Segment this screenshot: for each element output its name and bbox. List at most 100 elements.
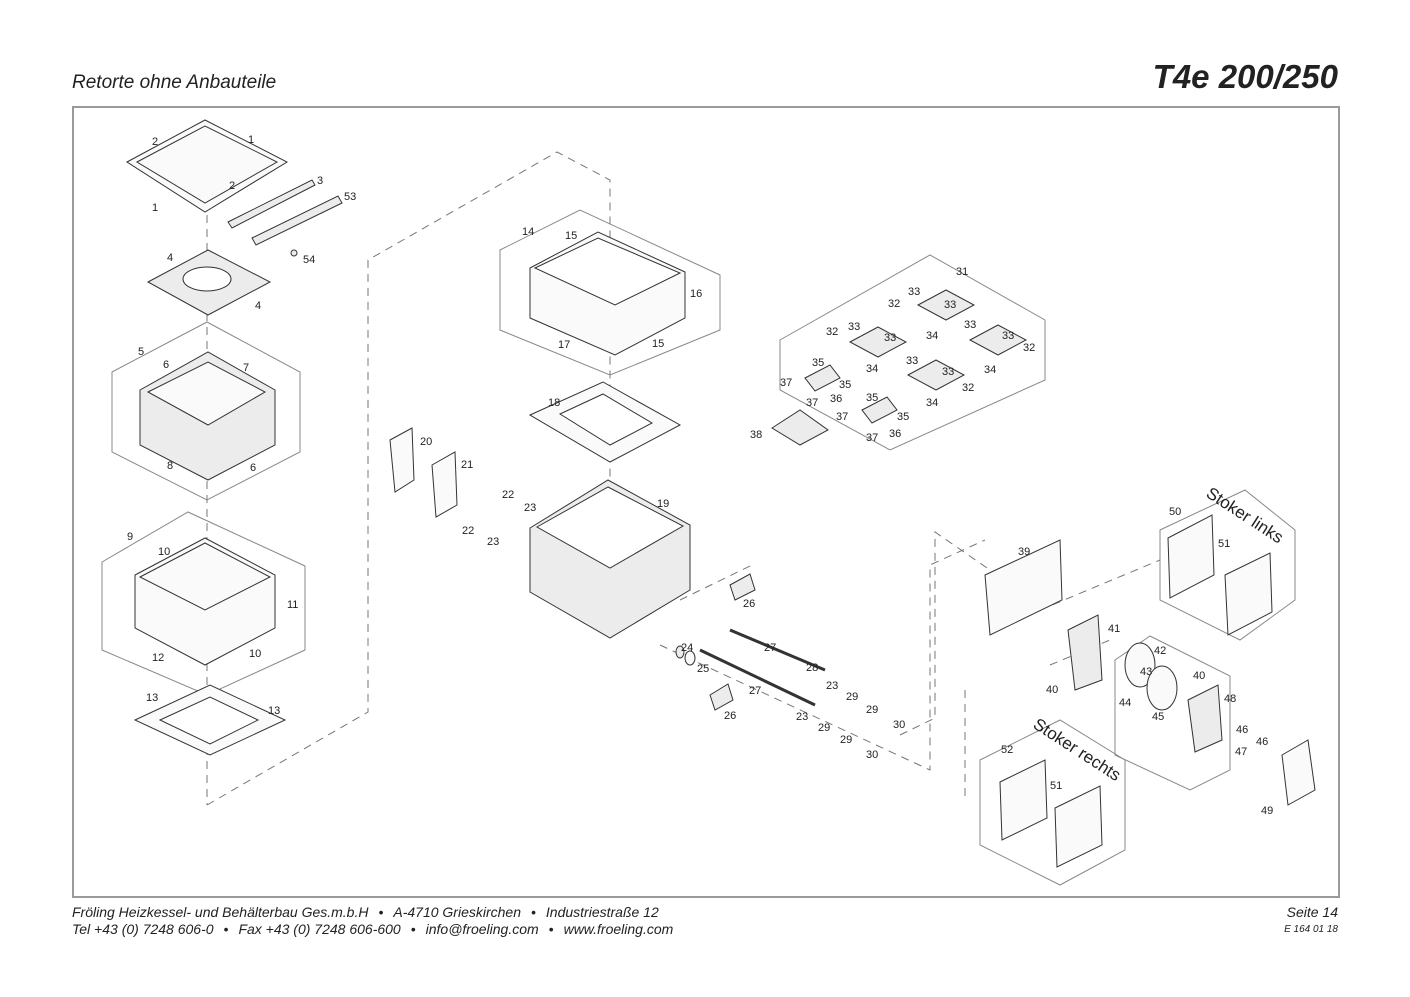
group-outline-hopper-frame bbox=[111, 321, 301, 501]
part-stoker-panel bbox=[1054, 785, 1103, 868]
part-callout-33: 33 bbox=[908, 286, 920, 298]
part-callout-36: 36 bbox=[889, 428, 901, 440]
part-callout-32: 32 bbox=[826, 326, 838, 338]
part-callout-8: 8 bbox=[167, 460, 173, 472]
part-floor-plate-inner bbox=[158, 696, 260, 745]
part-feeder bbox=[771, 409, 829, 446]
part-fan-housing-rear bbox=[1187, 684, 1223, 753]
part-callout-19: 19 bbox=[657, 498, 669, 510]
part-callout-21: 21 bbox=[461, 459, 473, 471]
part-callout-29: 29 bbox=[846, 691, 858, 703]
part-callout-53: 53 bbox=[344, 191, 356, 203]
part-callout-47: 47 bbox=[1235, 746, 1247, 758]
part-callout-54: 54 bbox=[303, 254, 315, 266]
part-callout-4: 4 bbox=[255, 300, 261, 312]
part-stoker-panel bbox=[1224, 552, 1273, 636]
part-callout-34: 34 bbox=[866, 363, 878, 375]
part-callout-50: 50 bbox=[1169, 506, 1181, 518]
part-stoker-plate bbox=[984, 539, 1063, 636]
document-number: E 164 01 18 bbox=[1284, 924, 1338, 935]
part-upper-box-top bbox=[533, 237, 682, 306]
part-callout-20: 20 bbox=[420, 436, 432, 448]
part-callout-33: 33 bbox=[944, 299, 956, 311]
part-callout-32: 32 bbox=[1023, 342, 1035, 354]
group-outline-fan bbox=[1114, 635, 1231, 791]
footer-street: Industriestraße 12 bbox=[545, 904, 659, 920]
part-fork bbox=[804, 364, 841, 392]
assembly-dashed-line bbox=[206, 151, 611, 806]
part-callout-22: 22 bbox=[462, 525, 474, 537]
part-washer bbox=[675, 645, 685, 659]
footer-contact: Tel +43 (0) 7248 606-0•Fax +43 (0) 7248 … bbox=[72, 921, 674, 937]
footer-tel: Tel +43 (0) 7248 606-0 bbox=[72, 921, 214, 937]
part-callout-34: 34 bbox=[926, 330, 938, 342]
part-bracket bbox=[729, 573, 756, 601]
part-callout-28: 28 bbox=[806, 662, 818, 674]
part-cover bbox=[1281, 739, 1316, 806]
part-rail bbox=[227, 179, 316, 229]
part-grate bbox=[848, 326, 908, 358]
part-frame-lid-inner bbox=[135, 125, 279, 204]
part-callout-33: 33 bbox=[1002, 330, 1014, 342]
footer-fax: Fax +43 (0) 7248 606-600 bbox=[238, 921, 401, 937]
part-stoker-panel bbox=[1167, 514, 1215, 599]
part-callout-5: 5 bbox=[138, 346, 144, 358]
part-retort-housing-top bbox=[535, 486, 685, 569]
part-callout-33: 33 bbox=[906, 355, 918, 367]
part-shaft bbox=[729, 628, 826, 672]
part-callout-29: 29 bbox=[840, 734, 852, 746]
part-fan-blade bbox=[1146, 665, 1178, 711]
footer-email: info@froeling.com bbox=[425, 921, 539, 937]
part-callout-11: 11 bbox=[287, 599, 298, 611]
part-callout-35: 35 bbox=[866, 392, 878, 404]
part-callout-43: 43 bbox=[1140, 666, 1152, 678]
part-grate bbox=[906, 359, 966, 391]
part-callout-31: 31 bbox=[956, 266, 968, 278]
part-callout-30: 30 bbox=[893, 719, 905, 731]
part-callout-3: 3 bbox=[317, 175, 323, 187]
part-callout-38: 38 bbox=[750, 429, 762, 441]
part-callout-37: 37 bbox=[866, 432, 878, 444]
part-callout-32: 32 bbox=[962, 382, 974, 394]
part-callout-23: 23 bbox=[796, 711, 808, 723]
part-callout-46: 46 bbox=[1236, 724, 1248, 736]
part-callout-23: 23 bbox=[487, 536, 499, 548]
part-grate bbox=[968, 324, 1028, 356]
part-callout-34: 34 bbox=[926, 397, 938, 409]
part-callout-49: 49 bbox=[1261, 805, 1273, 817]
part-callout-29: 29 bbox=[866, 704, 878, 716]
part-stoker-panel bbox=[999, 759, 1048, 841]
group-outline-stoker-links bbox=[1159, 489, 1296, 641]
assembly-dashed-line bbox=[1039, 559, 1161, 611]
part-callout-40: 40 bbox=[1193, 670, 1205, 682]
page-number: Seite 14 bbox=[1286, 904, 1338, 920]
part-callout-15: 15 bbox=[652, 338, 664, 350]
part-callout-37: 37 bbox=[836, 411, 848, 423]
part-callout-29: 29 bbox=[818, 722, 830, 734]
part-callout-24: 24 bbox=[681, 642, 693, 654]
part-retort-box-top bbox=[138, 542, 272, 611]
part-callout-2: 2 bbox=[152, 136, 158, 148]
part-callout-4: 4 bbox=[167, 252, 173, 264]
part-shaft bbox=[699, 648, 816, 707]
part-callout-46: 46 bbox=[1256, 736, 1268, 748]
group-outline-retort-box bbox=[101, 511, 306, 696]
part-callout-12: 12 bbox=[152, 652, 164, 664]
part-fan-housing bbox=[1067, 614, 1103, 691]
part-callout-35: 35 bbox=[897, 411, 909, 423]
part-callout-6: 6 bbox=[163, 359, 169, 371]
part-callout-1: 1 bbox=[152, 202, 158, 214]
part-callout-33: 33 bbox=[884, 332, 896, 344]
footer-web: www.froeling.com bbox=[563, 921, 674, 937]
part-callout-44: 44 bbox=[1119, 697, 1131, 709]
part-callout-18: 18 bbox=[548, 397, 560, 409]
part-callout-33: 33 bbox=[964, 319, 976, 331]
part-callout-42: 42 bbox=[1154, 645, 1166, 657]
footer-address: Fröling Heizkessel- und Behälterbau Ges.… bbox=[72, 904, 659, 920]
part-callout-10: 10 bbox=[249, 648, 261, 660]
part-callout-14: 14 bbox=[522, 226, 534, 238]
part-callout-13: 13 bbox=[146, 692, 158, 704]
part-callout-52: 52 bbox=[1001, 744, 1013, 756]
